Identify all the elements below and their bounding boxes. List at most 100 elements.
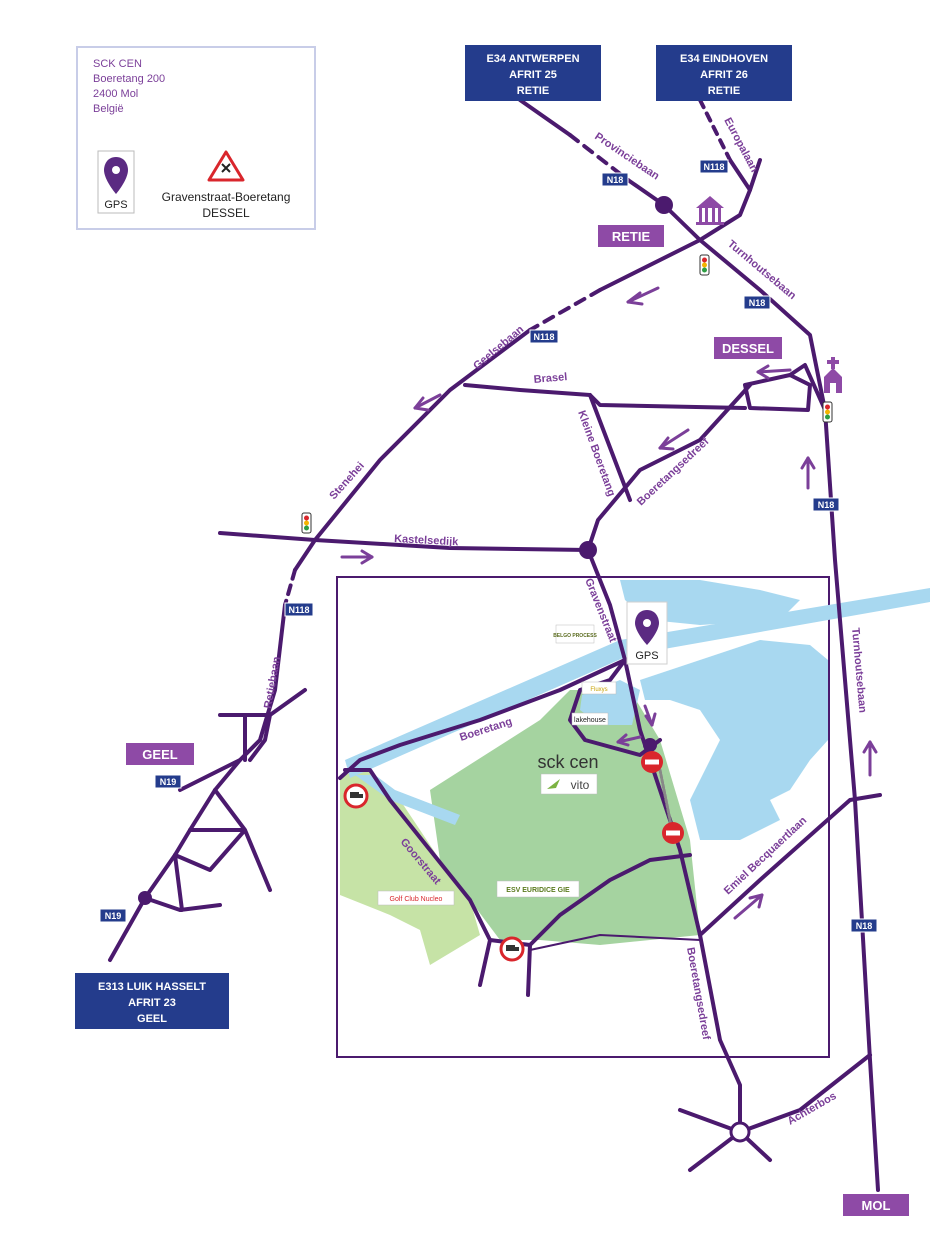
road-boeretangsedreef-north [586, 383, 752, 552]
svg-text:MOL: MOL [862, 1198, 891, 1213]
direction-arrow-icon [756, 364, 792, 380]
street-geelsebaan: Geelsebaan [471, 323, 526, 372]
direction-arrow-icon [862, 740, 878, 777]
highway-sign-antwerpen: E34 ANTWERPEN AFRIT 25 RETIE [465, 45, 601, 101]
no-entry-icon [641, 751, 663, 773]
svg-text:N18: N18 [607, 175, 624, 185]
road-achterbos [738, 1053, 872, 1134]
no-trucks-icon [499, 936, 525, 962]
legend-box: SCK CEN Boeretang 200 2400 Mol België GP… [76, 46, 316, 230]
road-provinciebaan [518, 98, 572, 137]
direction-arrow-icon [413, 393, 442, 412]
map-pin-icon [635, 610, 659, 645]
svg-text:E34 ANTWERPEN: E34 ANTWERPEN [486, 53, 579, 65]
direction-arrow-icon [658, 428, 690, 451]
svg-text:E313 LUIK HASSELT: E313 LUIK HASSELT [98, 981, 206, 993]
roundabout-mol [729, 1121, 751, 1143]
route-badge: N19 [154, 774, 182, 789]
road-geelsebaan [598, 238, 702, 292]
svg-text:GEEL: GEEL [137, 1013, 167, 1025]
traffic-light-icon [699, 254, 710, 276]
warning-town: DESSEL [202, 206, 250, 220]
direction-arrow-icon [800, 456, 816, 490]
street-kastelsedijk: Kastelsedijk [394, 533, 460, 548]
street-achterbos: Achterbos [786, 1090, 839, 1128]
street-brasel: Brasel [533, 371, 568, 386]
route-badge: N18 [850, 918, 878, 933]
road-geelsebaan-dashed [528, 288, 602, 332]
address-line: 2400 Mol [93, 88, 138, 100]
esv-euridice-label: ESV EURIDICE GIE [506, 887, 570, 894]
route-badge: N118 [699, 159, 729, 174]
route-badge: N118 [284, 602, 314, 617]
route-badge: N18 [743, 295, 771, 310]
lakehouse-label: lakehouse [574, 717, 606, 724]
direction-arrow-icon [616, 733, 642, 747]
svg-text:N18: N18 [818, 500, 835, 510]
road-geelsebaan-2 [313, 328, 532, 542]
direction-arrow-icon [643, 704, 657, 727]
road-brasel [463, 383, 747, 410]
street-turnhoutsebaan-east: Turnhoutsebaan [849, 627, 868, 713]
traffic-light-icon [822, 401, 833, 423]
svg-text:GEEL: GEEL [142, 747, 177, 762]
town-hall-icon [696, 196, 724, 225]
road-site-south-2 [526, 943, 532, 997]
road-stenehei-dashed [283, 568, 297, 607]
address-line: SCK CEN [93, 58, 142, 70]
no-entry-icon [662, 822, 684, 844]
road-site-loop [568, 658, 662, 757]
street-boeretangsedreef-north: Boeretangsedreef [635, 435, 712, 508]
road-geel-network [143, 688, 307, 912]
site-gps-marker: GPS [626, 601, 668, 665]
direction-arrows [340, 286, 878, 920]
address-line: Boeretang 200 [93, 73, 165, 85]
svg-text:N18: N18 [856, 921, 873, 931]
warning-title: Gravenstraat-Boeretang [162, 190, 291, 204]
direction-arrow-icon [340, 549, 374, 565]
road-dessel-ring [743, 373, 812, 412]
town-label-geel: GEEL [126, 743, 194, 765]
road-gravenstraat-dashed [658, 768, 674, 832]
road-stenehei [293, 538, 317, 572]
sckcen-logo: sck cen [537, 752, 598, 772]
road-emiel-becquaertlaan [698, 793, 882, 937]
svg-text:E34 EINDHOVEN: E34 EINDHOVEN [680, 53, 768, 65]
town-labels: RETIE DESSEL GEEL MOL [126, 225, 909, 1216]
route-badge: N19 [99, 908, 127, 923]
svg-text:RETIE: RETIE [708, 85, 740, 97]
svg-text:N118: N118 [703, 162, 724, 172]
town-label-dessel: DESSEL [714, 337, 782, 359]
svg-text:AFRIT 23: AFRIT 23 [128, 997, 176, 1009]
fluxys-logo: Fluxys [590, 687, 607, 693]
traffic-light-icon [301, 512, 312, 534]
road-europalaan-2 [698, 188, 752, 242]
svg-text:N19: N19 [160, 777, 177, 787]
svg-text:RETIE: RETIE [612, 229, 651, 244]
site-logos: BELGO PROCESS Fluxys lakehouse sck cen v… [377, 624, 617, 906]
golf-course-zone [340, 770, 480, 965]
street-retiebaan: Retiebaan [262, 655, 283, 709]
roundabout-kastelsedijk [579, 541, 597, 559]
canal [345, 588, 930, 778]
svg-text:N18: N18 [749, 298, 766, 308]
road-dessel-link [788, 363, 827, 412]
road-kleine-boeretang [588, 393, 632, 502]
vito-logo: vito [571, 778, 590, 792]
road-site-south-3 [529, 934, 701, 951]
legend-gps-label: GPS [104, 199, 127, 211]
address-line: België [93, 103, 124, 115]
no-trucks-icon [343, 783, 369, 809]
town-label-mol: MOL [843, 1194, 909, 1216]
svg-text:DESSEL: DESSEL [722, 341, 774, 356]
route-badge: N118 [529, 329, 559, 344]
direction-arrow-icon [733, 893, 764, 920]
route-badge: N18 [812, 497, 840, 512]
belgoprocess-logo: BELGO PROCESS [553, 633, 597, 639]
map-pin-icon [104, 157, 128, 194]
church-icon [824, 357, 842, 393]
svg-text:N19: N19 [105, 911, 122, 921]
route-badges: N18 N118 N18 N118 N18 N118 N19 N19 N18 [99, 159, 878, 933]
road-mol-roundabout-arms [678, 1108, 772, 1172]
